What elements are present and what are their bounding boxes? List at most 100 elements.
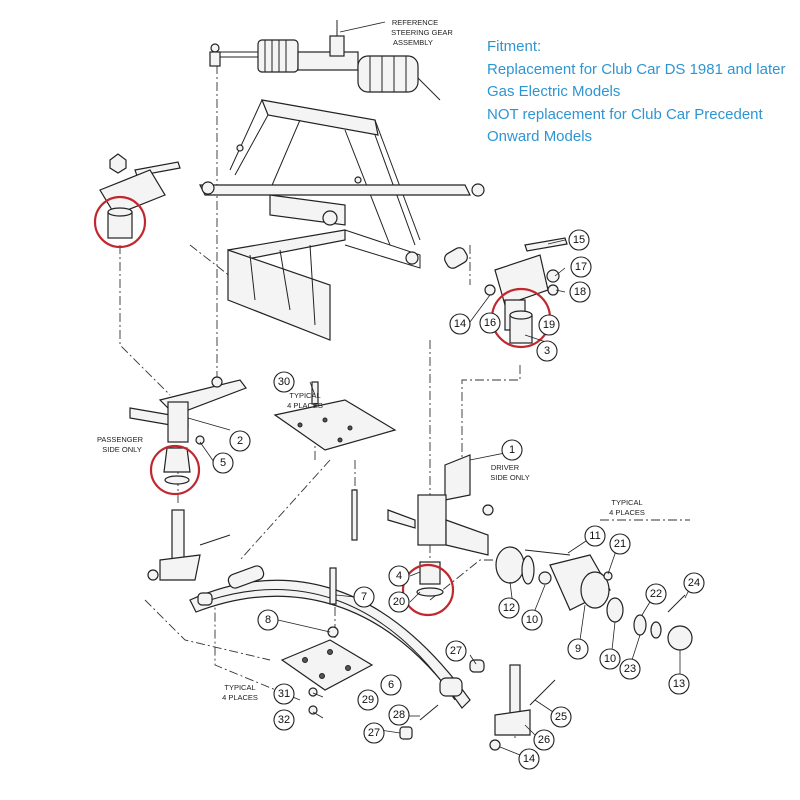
svg-text:22: 22 [650, 588, 662, 600]
fitment-note: Fitment: Replacement for Club Car DS 198… [487, 36, 786, 149]
callout-17: 17 [570, 256, 592, 278]
callout-28: 28 [388, 704, 410, 726]
svg-text:16: 16 [484, 317, 496, 329]
svg-text:12: 12 [503, 602, 515, 614]
callout-14-upper: 14 [449, 313, 471, 335]
svg-text:25: 25 [555, 711, 567, 723]
svg-text:6: 6 [388, 679, 394, 691]
svg-text:26: 26 [538, 734, 550, 746]
callout-5: 5 [212, 452, 234, 474]
svg-text:17: 17 [575, 261, 587, 273]
callout-6: 6 [380, 674, 402, 696]
callout-7: 7 [353, 586, 375, 608]
callout-11: 11 [584, 525, 606, 547]
svg-text:14: 14 [454, 318, 466, 330]
callout-27-lower: 27 [363, 722, 385, 744]
svg-text:27: 27 [450, 645, 462, 657]
callout-8: 8 [257, 609, 279, 631]
note-passenger-1: PASSENGER [97, 435, 144, 444]
fitment-line-1: Replacement for Club Car DS 1981 and lat… [487, 60, 786, 78]
callout-26: 26 [533, 729, 555, 751]
note-steering-1: REFERENCE [392, 18, 438, 27]
callout-4: 4 [388, 565, 410, 587]
svg-text:5: 5 [220, 457, 226, 469]
lower-right-spindle [399, 664, 556, 751]
svg-text:7: 7 [361, 591, 367, 603]
front-subframe [199, 99, 485, 341]
callout-10-left: 10 [521, 609, 543, 631]
callout-15: 15 [568, 229, 590, 251]
diagram-notes: REFERENCE STEERING GEAR ASSEMBLY PASSENG… [97, 18, 645, 702]
note-driver-2: SIDE ONLY [490, 473, 529, 482]
note-steering-2: STEERING GEAR [391, 28, 453, 37]
leaf-spring [189, 565, 485, 709]
svg-text:14: 14 [523, 753, 535, 765]
callout-25: 25 [550, 706, 572, 728]
svg-text:2: 2 [237, 435, 243, 447]
steering-gear-assembly [209, 20, 441, 101]
callout-18: 18 [569, 281, 591, 303]
callout-29: 29 [357, 689, 379, 711]
callout-12: 12 [498, 597, 520, 619]
svg-text:4: 4 [396, 570, 402, 582]
callout-30: 30 [273, 371, 295, 393]
note-typical-right-2: 4 PLACES [609, 508, 645, 517]
fitment-line-3: NOT replacement for Club Car Precedent [487, 105, 763, 123]
callout-10-right: 10 [599, 648, 621, 670]
callout-22: 22 [645, 583, 667, 605]
fitment-heading: Fitment: [487, 38, 542, 55]
highlight-kingpin-bushing-upper-left [93, 195, 147, 249]
svg-text:23: 23 [624, 663, 636, 675]
highlight-kingpin-bushing-driver [401, 563, 455, 617]
callout-14-lower: 14 [518, 748, 540, 770]
callout-23: 23 [619, 658, 641, 680]
svg-text:18: 18 [574, 286, 586, 298]
fitment-line-2: Gas Electric Models [487, 83, 621, 100]
center-plate [273, 381, 397, 541]
passenger-spindle [129, 376, 247, 581]
callout-20: 20 [388, 591, 410, 613]
svg-text:31: 31 [278, 688, 290, 700]
note-typical-top-1: TYPICAL [289, 391, 320, 400]
svg-text:19: 19 [543, 319, 555, 331]
note-steering-3: ASSEMBLY [393, 38, 433, 47]
note-typical-bottom-2: 4 PLACES [222, 693, 258, 702]
callout-16: 16 [479, 312, 501, 334]
callout-1: 1 [501, 439, 523, 461]
svg-text:29: 29 [362, 694, 374, 706]
driver-spindle [387, 454, 494, 597]
svg-text:10: 10 [526, 614, 538, 626]
callout-19: 19 [538, 314, 560, 336]
svg-text:10: 10 [604, 653, 616, 665]
callout-24: 24 [683, 572, 705, 594]
svg-text:1: 1 [509, 444, 515, 456]
note-typical-bottom-1: TYPICAL [224, 683, 255, 692]
callout-27-upper: 27 [445, 640, 467, 662]
spring-plate [280, 639, 374, 715]
note-typical-top-2: 4 PLACES [287, 401, 323, 410]
fitment-line-4: Onward Models [487, 128, 593, 145]
passenger-upper-hardware [99, 153, 181, 239]
svg-text:9: 9 [575, 643, 581, 655]
svg-text:30: 30 [278, 376, 290, 388]
svg-text:24: 24 [688, 577, 700, 589]
highlight-kingpin-bushing-passenger [149, 444, 201, 496]
part-callouts: 1 2 3 4 5 6 7 8 9 10 10 11 12 13 14 14 1… [212, 229, 705, 770]
callout-13: 13 [668, 673, 690, 695]
svg-text:21: 21 [614, 538, 626, 550]
callout-32: 32 [273, 709, 295, 731]
callout-2: 2 [229, 430, 251, 452]
svg-text:27: 27 [368, 727, 380, 739]
note-passenger-2: SIDE ONLY [102, 445, 141, 454]
svg-text:20: 20 [393, 596, 405, 608]
svg-text:32: 32 [278, 714, 290, 726]
callout-9: 9 [567, 638, 589, 660]
svg-text:28: 28 [393, 709, 405, 721]
note-typical-right-1: TYPICAL [611, 498, 642, 507]
callout-3: 3 [536, 340, 558, 362]
callout-31: 31 [273, 683, 295, 705]
callout-21: 21 [609, 533, 631, 555]
svg-text:8: 8 [265, 614, 271, 626]
hub-assembly [495, 546, 693, 651]
